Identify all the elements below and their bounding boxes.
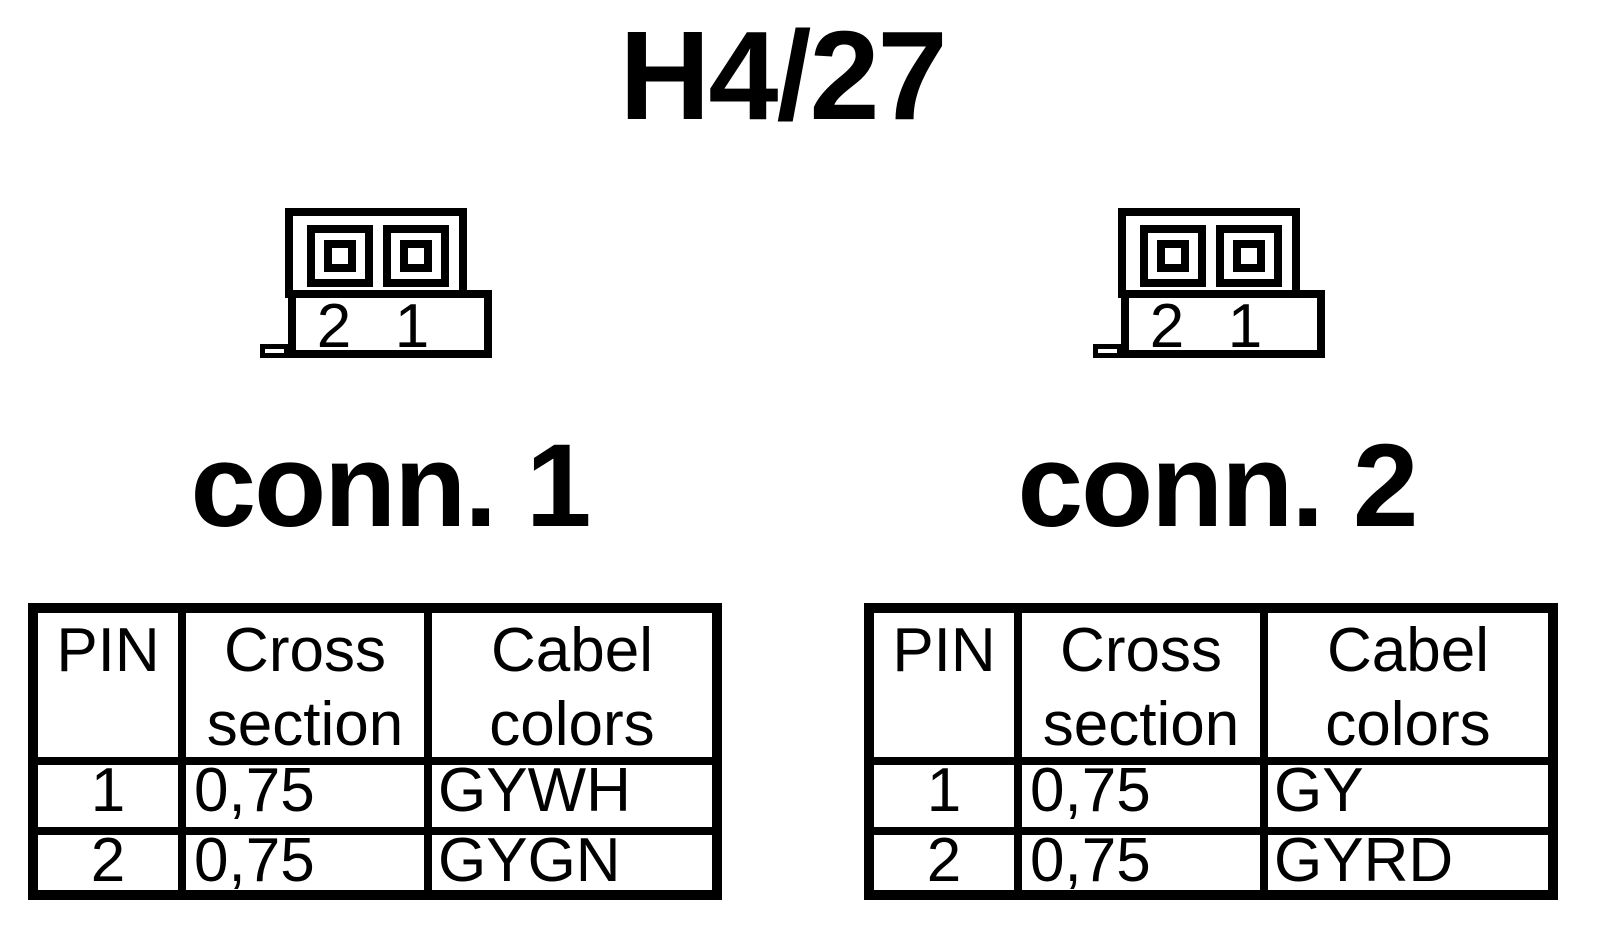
- table-cell-pin: 1: [38, 757, 178, 827]
- column-header-pin: PIN: [892, 616, 996, 685]
- connector-lock-tab: [260, 344, 289, 358]
- pinout-table-conn1: PIN Cross section Cabel colors 1 0,75 GY…: [28, 603, 722, 900]
- pin-terminal-icon: [1233, 240, 1265, 272]
- page-title: H4/27: [619, 5, 947, 146]
- connector-2-label: conn. 2: [1017, 420, 1418, 552]
- table-cell-cable-color: GYRD: [1260, 827, 1548, 890]
- pin-number-label: 2: [1149, 292, 1185, 361]
- connector-base: [288, 290, 492, 358]
- table-cell-cable-color: GY: [1260, 757, 1548, 827]
- pin-terminal-icon: [1157, 240, 1189, 272]
- pin-cavity-icon: [307, 225, 373, 287]
- table-cell-cross-section: 0,75: [1014, 757, 1260, 827]
- table-cell-pin: 2: [38, 827, 178, 890]
- connector-diagram-1: 2 1: [257, 205, 497, 363]
- table-cell-pin: 2: [874, 827, 1014, 890]
- connector-diagram-2: 2 1: [1090, 205, 1330, 363]
- column-header-cable-colors: Cabel colors: [424, 613, 712, 757]
- pin-number-label: 2: [316, 292, 352, 361]
- column-header-pin: PIN: [56, 616, 160, 685]
- column-header-cross-section: Cross section: [1014, 613, 1260, 757]
- pin-number-label: 1: [1227, 292, 1263, 361]
- table-cell-cable-color: GYWH: [424, 757, 712, 827]
- table-cell-cross-section: 0,75: [1014, 827, 1260, 890]
- pin-cavity-icon: [1140, 225, 1206, 287]
- pin-number-label: 1: [394, 292, 430, 361]
- table-cell-cross-section: 0,75: [178, 827, 424, 890]
- pin-terminal-icon: [400, 240, 432, 272]
- pin-terminal-icon: [324, 240, 356, 272]
- table-cell-cross-section: 0,75: [178, 757, 424, 827]
- table-cell-pin: 1: [874, 757, 1014, 827]
- column-header-cross-section: Cross section: [178, 613, 424, 757]
- connector-lock-tab: [1093, 344, 1122, 358]
- pin-cavity-icon: [383, 225, 449, 287]
- connector-base: [1121, 290, 1325, 358]
- column-header-cable-colors: Cabel colors: [1260, 613, 1548, 757]
- pin-cavity-icon: [1216, 225, 1282, 287]
- connector-1-label: conn. 1: [190, 420, 591, 552]
- pinout-table-conn2: PIN Cross section Cabel colors 1 0,75 GY…: [864, 603, 1558, 900]
- table-cell-cable-color: GYGN: [424, 827, 712, 890]
